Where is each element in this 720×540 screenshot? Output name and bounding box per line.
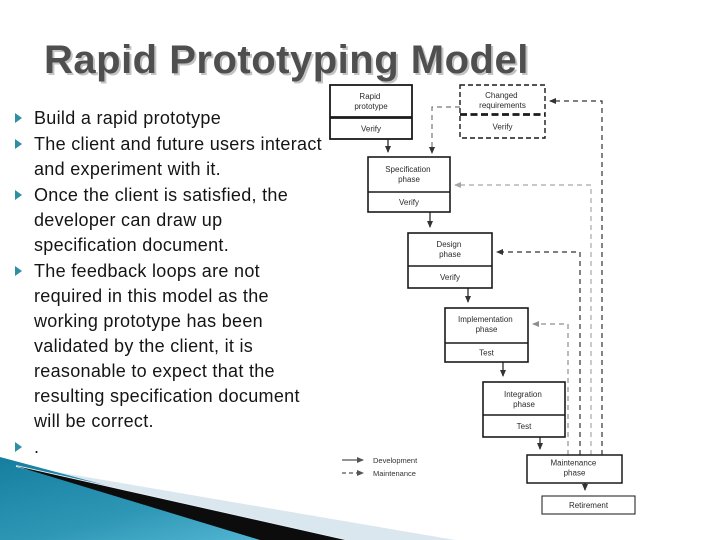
legend-label-maintenance: Maintenance — [373, 469, 416, 478]
specification-phase-box: Specification phase Verify — [367, 156, 451, 213]
diagram-legend: Development Maintenance — [342, 456, 418, 478]
feedback-maintenance-to-implementation — [532, 321, 569, 455]
development-arrows — [385, 139, 588, 491]
swoosh-black-stripe — [16, 466, 345, 540]
box-outline — [444, 307, 529, 363]
implementation-phase-box: Implementation phase Test — [444, 307, 529, 363]
bullet-arrow-icon — [15, 113, 22, 123]
box-outline — [407, 232, 493, 289]
box-label: Maintenance phase — [550, 459, 598, 478]
bullet-arrow-icon — [15, 266, 22, 276]
integration-phase-box: Integration phase Test — [482, 381, 566, 438]
bullet-arrow-icon — [15, 190, 22, 200]
box-outline — [329, 84, 413, 140]
bullet-text: The feedback loops are not required in t… — [34, 261, 300, 431]
bullet-text: . — [34, 437, 40, 457]
changed-requirements-to-specification — [429, 106, 460, 154]
feedback-maintenance-to-specification — [454, 182, 592, 455]
swoosh-decoration — [0, 457, 455, 540]
slide-title: Rapid Prototyping Model — [44, 38, 529, 82]
bullet-text: Build a rapid prototype — [34, 108, 222, 128]
box-outline — [482, 381, 566, 438]
maintenance-connectors — [429, 98, 603, 455]
feedback-maintenance-to-design — [496, 249, 581, 455]
design-phase-box: Design phase Verify — [407, 232, 493, 289]
changed-requirements-box: Changed requirements Verify — [459, 84, 546, 139]
bullet-text: The client and future users interact and… — [34, 134, 322, 179]
maintenance-phase-box: Maintenance phase — [526, 454, 623, 484]
box-label: Specification phase — [385, 165, 433, 184]
box-label: Retirement — [569, 501, 609, 510]
bullet-list: Build a rapid prototype The client and f… — [14, 106, 328, 461]
bullet-item: Once the client is satisfied, the develo… — [14, 183, 328, 258]
bullet-arrow-icon — [15, 442, 22, 452]
box-sublabel: Verify — [492, 123, 512, 132]
bullet-item: The client and future users interact and… — [14, 132, 328, 182]
box-label: Changed requirements — [479, 91, 526, 110]
box-label: Implementation phase — [458, 315, 515, 334]
retirement-box: Retirement — [541, 495, 636, 515]
bullet-text: Once the client is satisfied, the develo… — [34, 185, 289, 255]
rapid-prototype-box: Rapid prototype Verify — [329, 84, 413, 140]
feedback-maintenance-to-changed-requirements — [549, 98, 603, 455]
bullet-item: . — [14, 435, 328, 460]
box-sublabel: Verify — [361, 125, 381, 134]
box-sublabel: Verify — [399, 198, 419, 207]
bullet-item: Build a rapid prototype — [14, 106, 328, 131]
box-label: Rapid prototype — [354, 92, 388, 111]
box-outline — [526, 454, 623, 484]
box-sublabel: Test — [479, 349, 494, 358]
box-label: Integration phase — [504, 390, 544, 409]
box-label: Design phase — [436, 240, 463, 259]
legend-label-development: Development — [373, 456, 418, 465]
bullet-item: The feedback loops are not required in t… — [14, 259, 328, 434]
bullet-arrow-icon — [15, 139, 22, 149]
box-outline — [541, 495, 636, 515]
box-outline — [459, 84, 546, 139]
box-sublabel: Verify — [440, 273, 460, 282]
box-outline — [367, 156, 451, 213]
box-sublabel: Test — [517, 422, 532, 431]
